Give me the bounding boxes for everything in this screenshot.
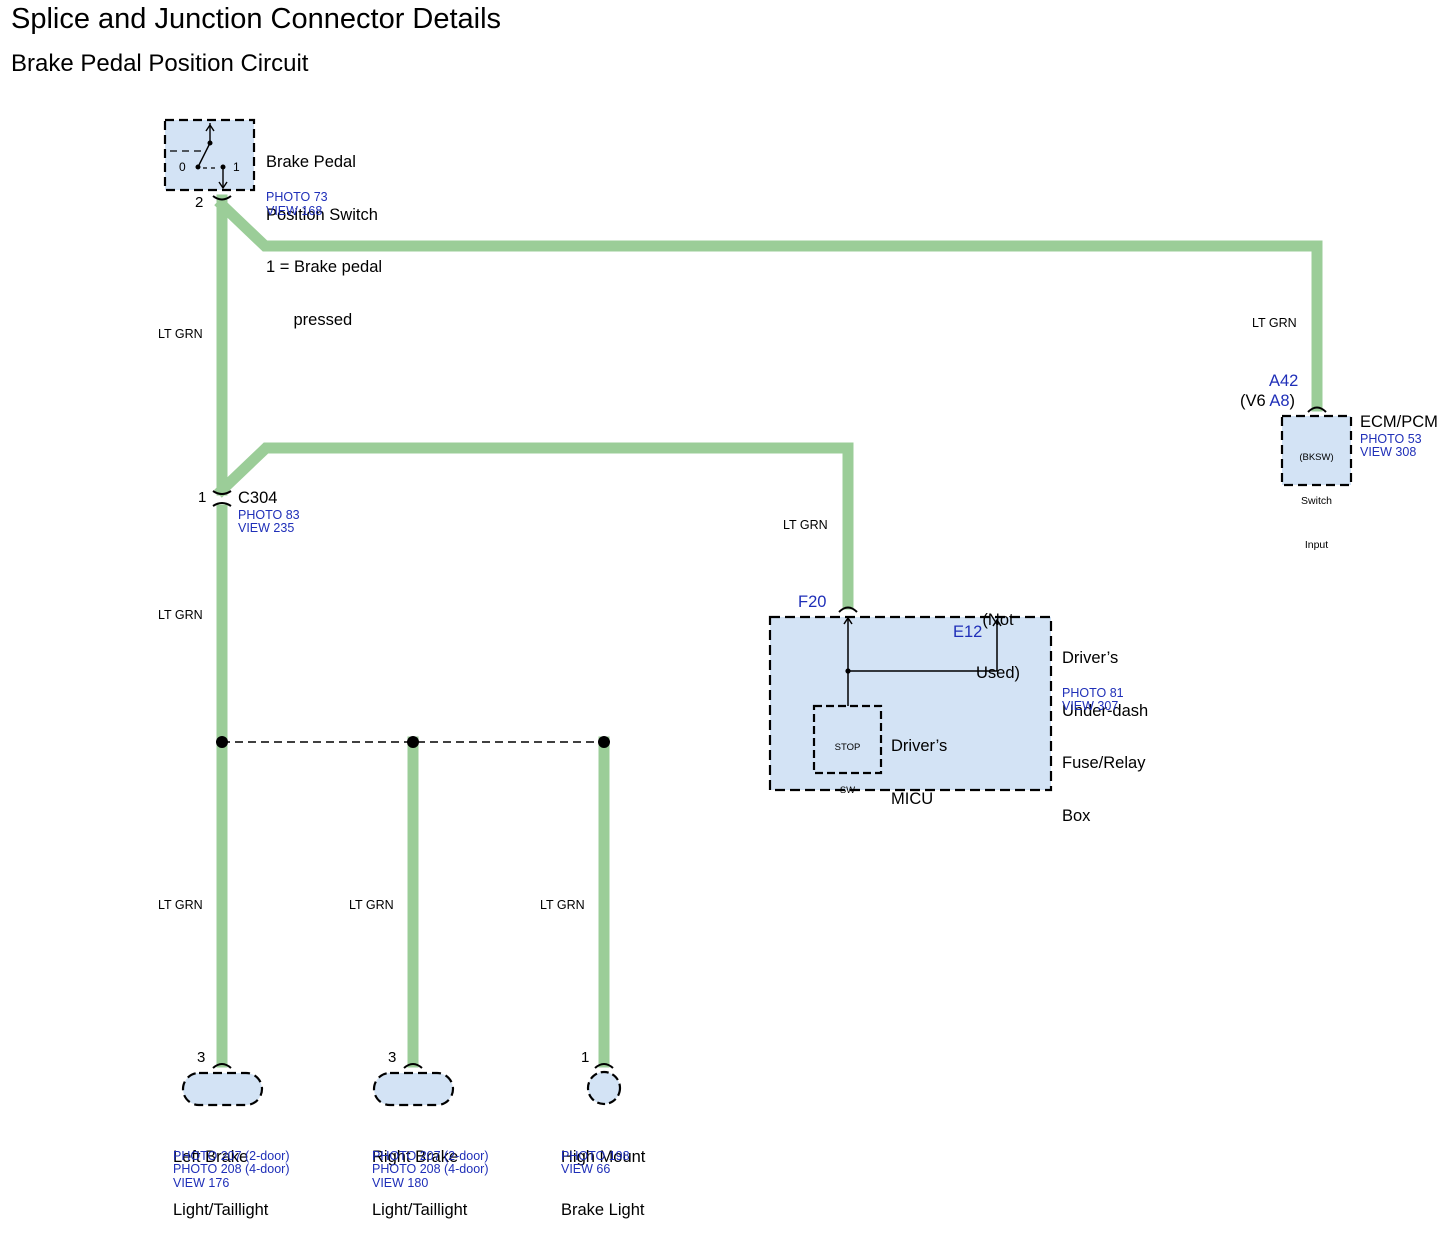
splice-dot-middle (407, 736, 419, 748)
wire-switch-to-ecm (214, 197, 1323, 412)
ecm-photo-link[interactable]: PHOTO 53 (1360, 432, 1422, 446)
fusebox-internal-wiring (843, 616, 1002, 706)
wire-label-high-mount: LT GRN (540, 898, 585, 912)
left-light-photo-4door-link[interactable]: PHOTO 208 (4-door) (173, 1162, 290, 1176)
c304-name: C304 (238, 489, 278, 507)
stop-sw-label: STOP SW (834, 742, 861, 796)
brake-switch-connector (212, 195, 232, 201)
ecm-name: ECM/PCM (1360, 413, 1438, 431)
high-mount-pin: 1 (581, 1049, 590, 1066)
ecm-pin: A42 (1269, 372, 1299, 390)
brake-switch-photo-link[interactable]: PHOTO 73 (266, 190, 328, 204)
wire-label-fusebox: LT GRN (783, 518, 828, 532)
wire-label-ecm: LT GRN (1252, 316, 1297, 330)
fusebox-photo-link[interactable]: PHOTO 81 (1062, 686, 1124, 700)
brake-switch-name: Brake Pedal Position Switch 1 = Brake pe… (266, 153, 383, 329)
fusebox-pin-f20: F20 (798, 593, 827, 611)
wiring-diagram (163, 118, 1353, 1107)
brake-switch-view-link[interactable]: VIEW 168 (266, 204, 323, 218)
high-mount-component (586, 1070, 622, 1106)
left-light-component (181, 1071, 264, 1107)
wire-label-left-light: LT GRN (158, 898, 203, 912)
wire-label-switch-c304: LT GRN (158, 327, 203, 341)
ecm-view-link[interactable]: VIEW 308 (1360, 445, 1417, 459)
ecm-pin-alt: (V6 A8) (1240, 392, 1296, 410)
brake-switch-pin: 2 (195, 194, 204, 211)
left-light-pin: 3 (197, 1049, 206, 1066)
fusebox-connector-f20 (838, 606, 858, 613)
ecm-connector (1307, 406, 1327, 413)
c304-connector-top (212, 490, 232, 495)
high-mount-connector (594, 1063, 614, 1069)
brake-switch-component (163, 118, 256, 192)
fusebox-pin-e12: E12 (953, 623, 983, 641)
wire-label-c304-splice: LT GRN (158, 608, 203, 622)
c304-pin: 1 (198, 489, 207, 506)
fusebox-view-link[interactable]: VIEW 307 (1062, 699, 1119, 713)
page-title: Splice and Junction Connector Details (11, 3, 502, 35)
micu-label: Driver’s MICU (891, 737, 948, 808)
fusebox-junction-dot (845, 668, 851, 674)
fusebox-name: Driver’s Under-dash Fuse/Relay Box (1062, 649, 1149, 825)
splice-dot-right (598, 736, 610, 748)
wire-group (214, 194, 1323, 1068)
ecm-component (1280, 414, 1353, 487)
splice-dot-left (216, 736, 228, 748)
high-mount-photo-link[interactable]: PHOTO 198 (561, 1149, 630, 1163)
right-light-photo-2door-link[interactable]: PHOTO 207 (2-door) (372, 1149, 489, 1163)
left-light-view-link[interactable]: VIEW 176 (173, 1176, 230, 1190)
brake-switch-pos-1: 1 (233, 160, 240, 174)
c304-connector-bottom (212, 502, 232, 507)
left-light-connector (212, 1063, 232, 1069)
right-light-photo-4door-link[interactable]: PHOTO 208 (4-door) (372, 1162, 489, 1176)
left-light-photo-2door-link[interactable]: PHOTO 207 (2-door) (173, 1149, 290, 1163)
stop-sw-component (812, 704, 883, 775)
right-light-view-link[interactable]: VIEW 180 (372, 1176, 429, 1190)
right-light-component (372, 1071, 455, 1107)
ecm-inner-label: (BKSW) Switch Input (1299, 452, 1334, 551)
right-light-pin: 3 (388, 1049, 397, 1066)
right-light-connector (403, 1063, 423, 1069)
c304-photo-link[interactable]: PHOTO 83 (238, 508, 300, 522)
wire-c304-to-fusebox (214, 442, 854, 610)
c304-view-link[interactable]: VIEW 235 (238, 521, 295, 535)
page-subtitle: Brake Pedal Position Circuit (11, 50, 309, 77)
brake-switch-pos-0: 0 (179, 160, 186, 174)
wire-label-right-light: LT GRN (349, 898, 394, 912)
high-mount-view-link[interactable]: VIEW 66 (561, 1162, 611, 1176)
fusebox-not-used-label: (Not Used) (975, 611, 1020, 682)
